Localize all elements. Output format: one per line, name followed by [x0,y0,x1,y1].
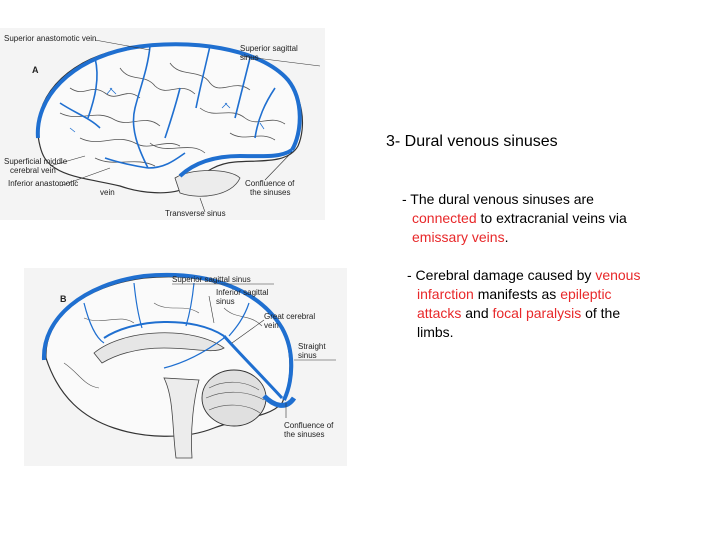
brain-lateral-illustration: Superior anastomotic vein Superior sagit… [4,34,321,218]
label-confluence-of: Confluence of [245,179,295,188]
para1-line1: - The dural venous sinuses are [402,191,594,207]
para2-line3: attacks and focal paralysis of the [407,304,707,323]
label-the-sinuses: the sinuses [250,188,290,197]
label-cerebral-vein: cerebral vein [10,166,56,175]
term-emissary-veins: emissary veins [412,229,505,245]
para2-line1-start: - Cerebral damage caused by [407,267,596,283]
label-sinus-straight: sinus [298,351,317,360]
label-superior-anastomotic-vein: Superior anastomotic vein [4,34,97,43]
label-great-cerebral: Great cerebral [264,312,315,321]
paragraph-cerebral-damage: - Cerebral damage caused by venous infar… [407,266,707,342]
para2-line3-end: of the [581,305,621,321]
para1-line3-end: . [504,229,509,245]
label-vein: vein [100,188,115,197]
para2-line1: - Cerebral damage caused by venous [407,266,707,285]
figure-b-leader-lines [172,283,336,418]
brain-medial-illustration: Superior sagittal sinus Inferior sagitta… [41,273,336,459]
para2-line4: limbs. [417,324,454,340]
cerebellum-medial [201,369,267,427]
superior-sagittal-sinus-vessel [35,42,302,152]
figure-b-letter: B [60,294,67,304]
label-vein-b: vein [264,321,279,330]
term-infarction: infarction [417,286,474,302]
superior-sagittal-sinus-vessel-b [41,273,294,401]
figure-a-leader-lines [49,39,321,213]
gyri-lines [59,62,286,167]
term-connected: connected [412,210,477,226]
term-focal-paralysis: focal paralysis [492,305,582,321]
label-sinus-b: sinus [216,297,235,306]
term-epileptic: epileptic [560,286,612,302]
para1-line3: emissary veins. [402,228,702,247]
cerebellum [174,170,241,197]
cerebral-veins [59,45,276,169]
term-venous: venous [595,267,641,283]
label-straight: Straight [298,342,326,351]
para2-line2: infarction manifests as epileptic [407,285,707,304]
inferior-sagittal-sinus-vessel [103,321,225,339]
para1-line2: connected to extracranial veins via [402,209,702,228]
brainstem [163,377,200,459]
term-attacks: attacks [417,305,462,321]
label-inferior-sagittal: Inferior sagittal [216,288,269,297]
figure-a-letter: A [32,65,39,75]
figure-b-medial-brain: Superior sagittal sinus Inferior sagitta… [24,268,347,466]
para2-line3-mid: and [461,305,493,321]
label-sinus: sinus [240,53,259,62]
transverse-sinus-vessel [178,148,294,178]
para1-line2-rest: to extracranial veins via [476,210,627,226]
brain-outline [37,42,303,194]
corpus-callosum [93,332,225,364]
label-confluence-of-b: Confluence of [284,421,334,430]
section-heading: 3- Dural venous sinuses [386,133,558,150]
confluence-vessel [262,394,297,408]
para2-line2-mid: manifests as [473,286,561,302]
label-superior-sagittal: Superior sagittal [240,44,298,53]
figure-a-lateral-brain: Superior anastomotic vein Superior sagit… [0,28,325,220]
label-transverse-sinus: Transverse sinus [165,209,226,218]
medial-veins [83,282,250,369]
label-superior-sagittal-sinus: Superior sagittal sinus [172,275,251,284]
label-superficial-middle: Superficial middle [4,157,68,166]
paragraph-dural-connections: - The dural venous sinuses are connected… [402,190,702,247]
label-inferior-anastomotic: Inferior anastomotic [8,179,78,188]
label-the-sinuses-b: the sinuses [284,430,324,439]
straight-sinus-vessel [222,335,284,400]
